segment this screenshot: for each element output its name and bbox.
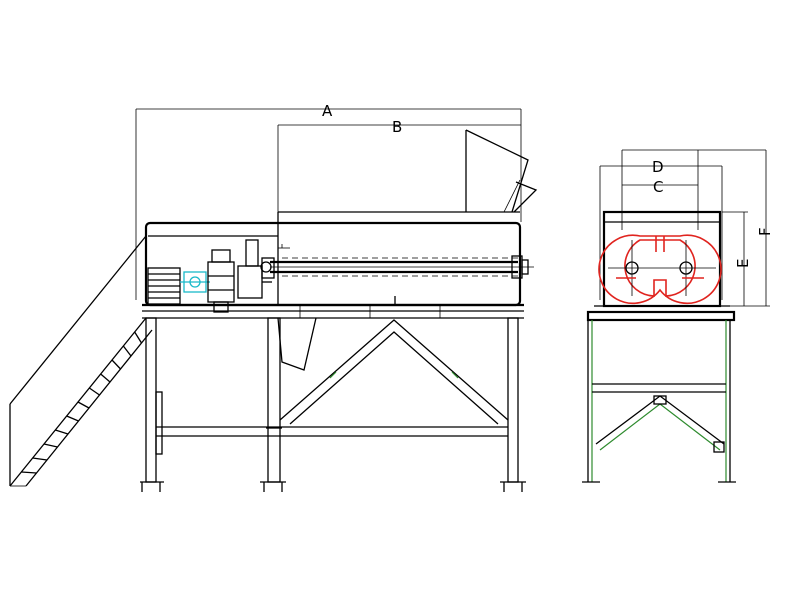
dimension-b-label: B — [392, 118, 402, 136]
ladder-rung — [134, 331, 143, 344]
ladder-rung — [111, 359, 121, 370]
motor — [147, 267, 181, 305]
drum-housing — [144, 211, 522, 307]
end-frame — [582, 305, 736, 483]
twin-drums — [598, 234, 722, 305]
ladder-rung — [55, 429, 69, 435]
discharge-chute — [277, 317, 317, 371]
coupling — [180, 271, 210, 293]
access-ladder — [9, 235, 153, 487]
ladder-rung — [88, 387, 100, 396]
dimension-e: E — [722, 211, 752, 307]
feed-hopper — [465, 129, 538, 213]
dimension-a-label: A — [322, 102, 333, 120]
lower-beams — [156, 426, 508, 437]
dimension-d-label: D — [652, 158, 664, 176]
frame-top-beam — [142, 296, 524, 319]
side-view: A B — [9, 102, 538, 492]
ladder-rung — [100, 373, 111, 383]
dimension-f: F — [748, 150, 774, 307]
frame-legs — [140, 317, 526, 492]
dimension-f-label: F — [756, 227, 774, 236]
ladder-rung — [122, 345, 132, 357]
screw-shaft — [261, 255, 534, 279]
diagonal-braces — [279, 319, 509, 425]
dimension-c: C — [621, 149, 766, 230]
ladder-rung — [43, 443, 58, 448]
dimension-b: B — [277, 118, 521, 212]
dimension-a: A — [135, 102, 522, 300]
dimension-c-label: C — [653, 178, 663, 196]
ladder-steps — [21, 331, 143, 474]
ladder-rung — [66, 415, 79, 422]
ladder-rung — [77, 401, 90, 409]
drive-sprocket — [237, 239, 272, 299]
gearbox — [207, 249, 235, 313]
ladder-rung — [32, 457, 48, 461]
ladder-rung — [21, 471, 37, 474]
end-view: D C E F — [582, 149, 774, 483]
dimension-e-label: E — [734, 259, 752, 268]
